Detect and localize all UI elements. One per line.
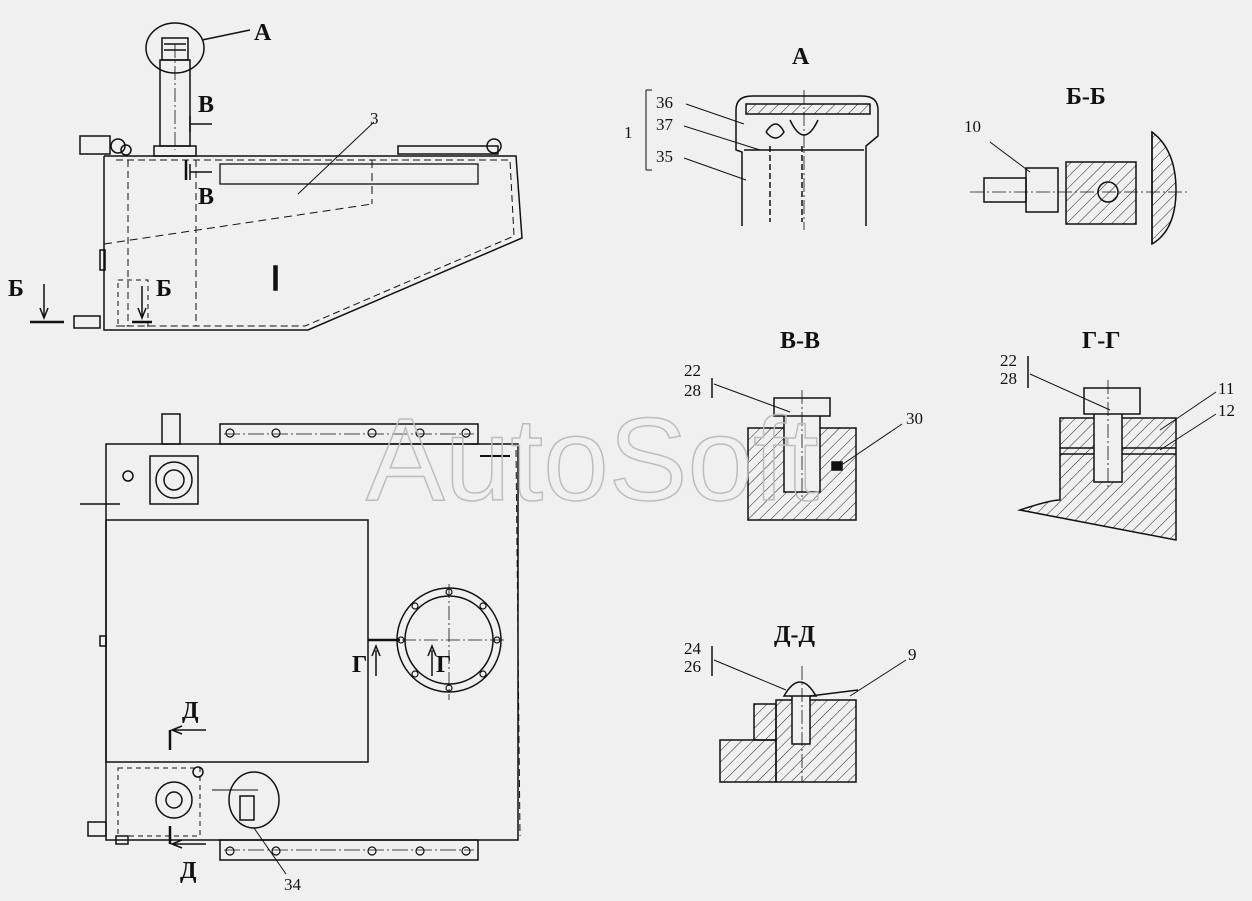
section-gg-leaders [1029, 373, 1217, 451]
section-gg-title: Г-Г [1082, 328, 1121, 354]
label-section-v-top: В [198, 92, 214, 118]
watermark-text: AutoSoft [366, 394, 819, 526]
section-gg-detail [1017, 356, 1177, 541]
label-section-g-right: Г [436, 652, 451, 678]
callout-28-gg: 28 [1000, 369, 1017, 388]
section-marks-side [30, 22, 375, 324]
plan-view-bolts [225, 428, 501, 856]
tank-side-view [73, 37, 523, 331]
section-bb-detail [970, 130, 1190, 246]
label-section-d-top: Д [182, 698, 199, 724]
callout-28-vv: 28 [684, 381, 701, 400]
callout-1: 1 [624, 123, 633, 142]
view-a-title: А [792, 44, 810, 70]
section-vv-leaders [713, 383, 903, 467]
callout-22-gg: 22 [1000, 351, 1017, 370]
section-dd-leaders [713, 659, 907, 697]
callout-3: 3 [370, 109, 379, 128]
section-vv-title: В-В [780, 328, 820, 354]
callout-22-vv: 22 [684, 361, 701, 380]
section-dd-title: Д-Д [774, 622, 816, 648]
section-dd-detail [711, 646, 859, 783]
callout-11: 11 [1218, 379, 1234, 398]
label-section-d-bottom: Д [180, 858, 197, 884]
callout-30: 30 [906, 409, 923, 428]
tank-plan-view [80, 413, 521, 875]
callout-37: 37 [656, 115, 674, 134]
callout-12: 12 [1218, 401, 1235, 420]
label-section-b-left: Б [8, 276, 24, 302]
callout-10: 10 [964, 117, 981, 136]
callout-36: 36 [656, 93, 673, 112]
label-section-g-left: Г [352, 652, 367, 678]
callout-24: 24 [684, 639, 702, 658]
callout-26: 26 [684, 657, 701, 676]
label-section-v-bottom: В [198, 184, 214, 210]
section-bb-title: Б-Б [1066, 84, 1106, 110]
callout-35: 35 [656, 147, 673, 166]
callout-34: 34 [284, 875, 302, 894]
section-marks-plan [168, 638, 437, 849]
label-view-a-callout: А [254, 20, 272, 46]
callout-9: 9 [908, 645, 917, 664]
view-a-detail [735, 90, 879, 230]
section-vv-detail [711, 378, 857, 521]
view-a-leaders [645, 89, 761, 181]
label-section-b-right: Б [156, 276, 172, 302]
